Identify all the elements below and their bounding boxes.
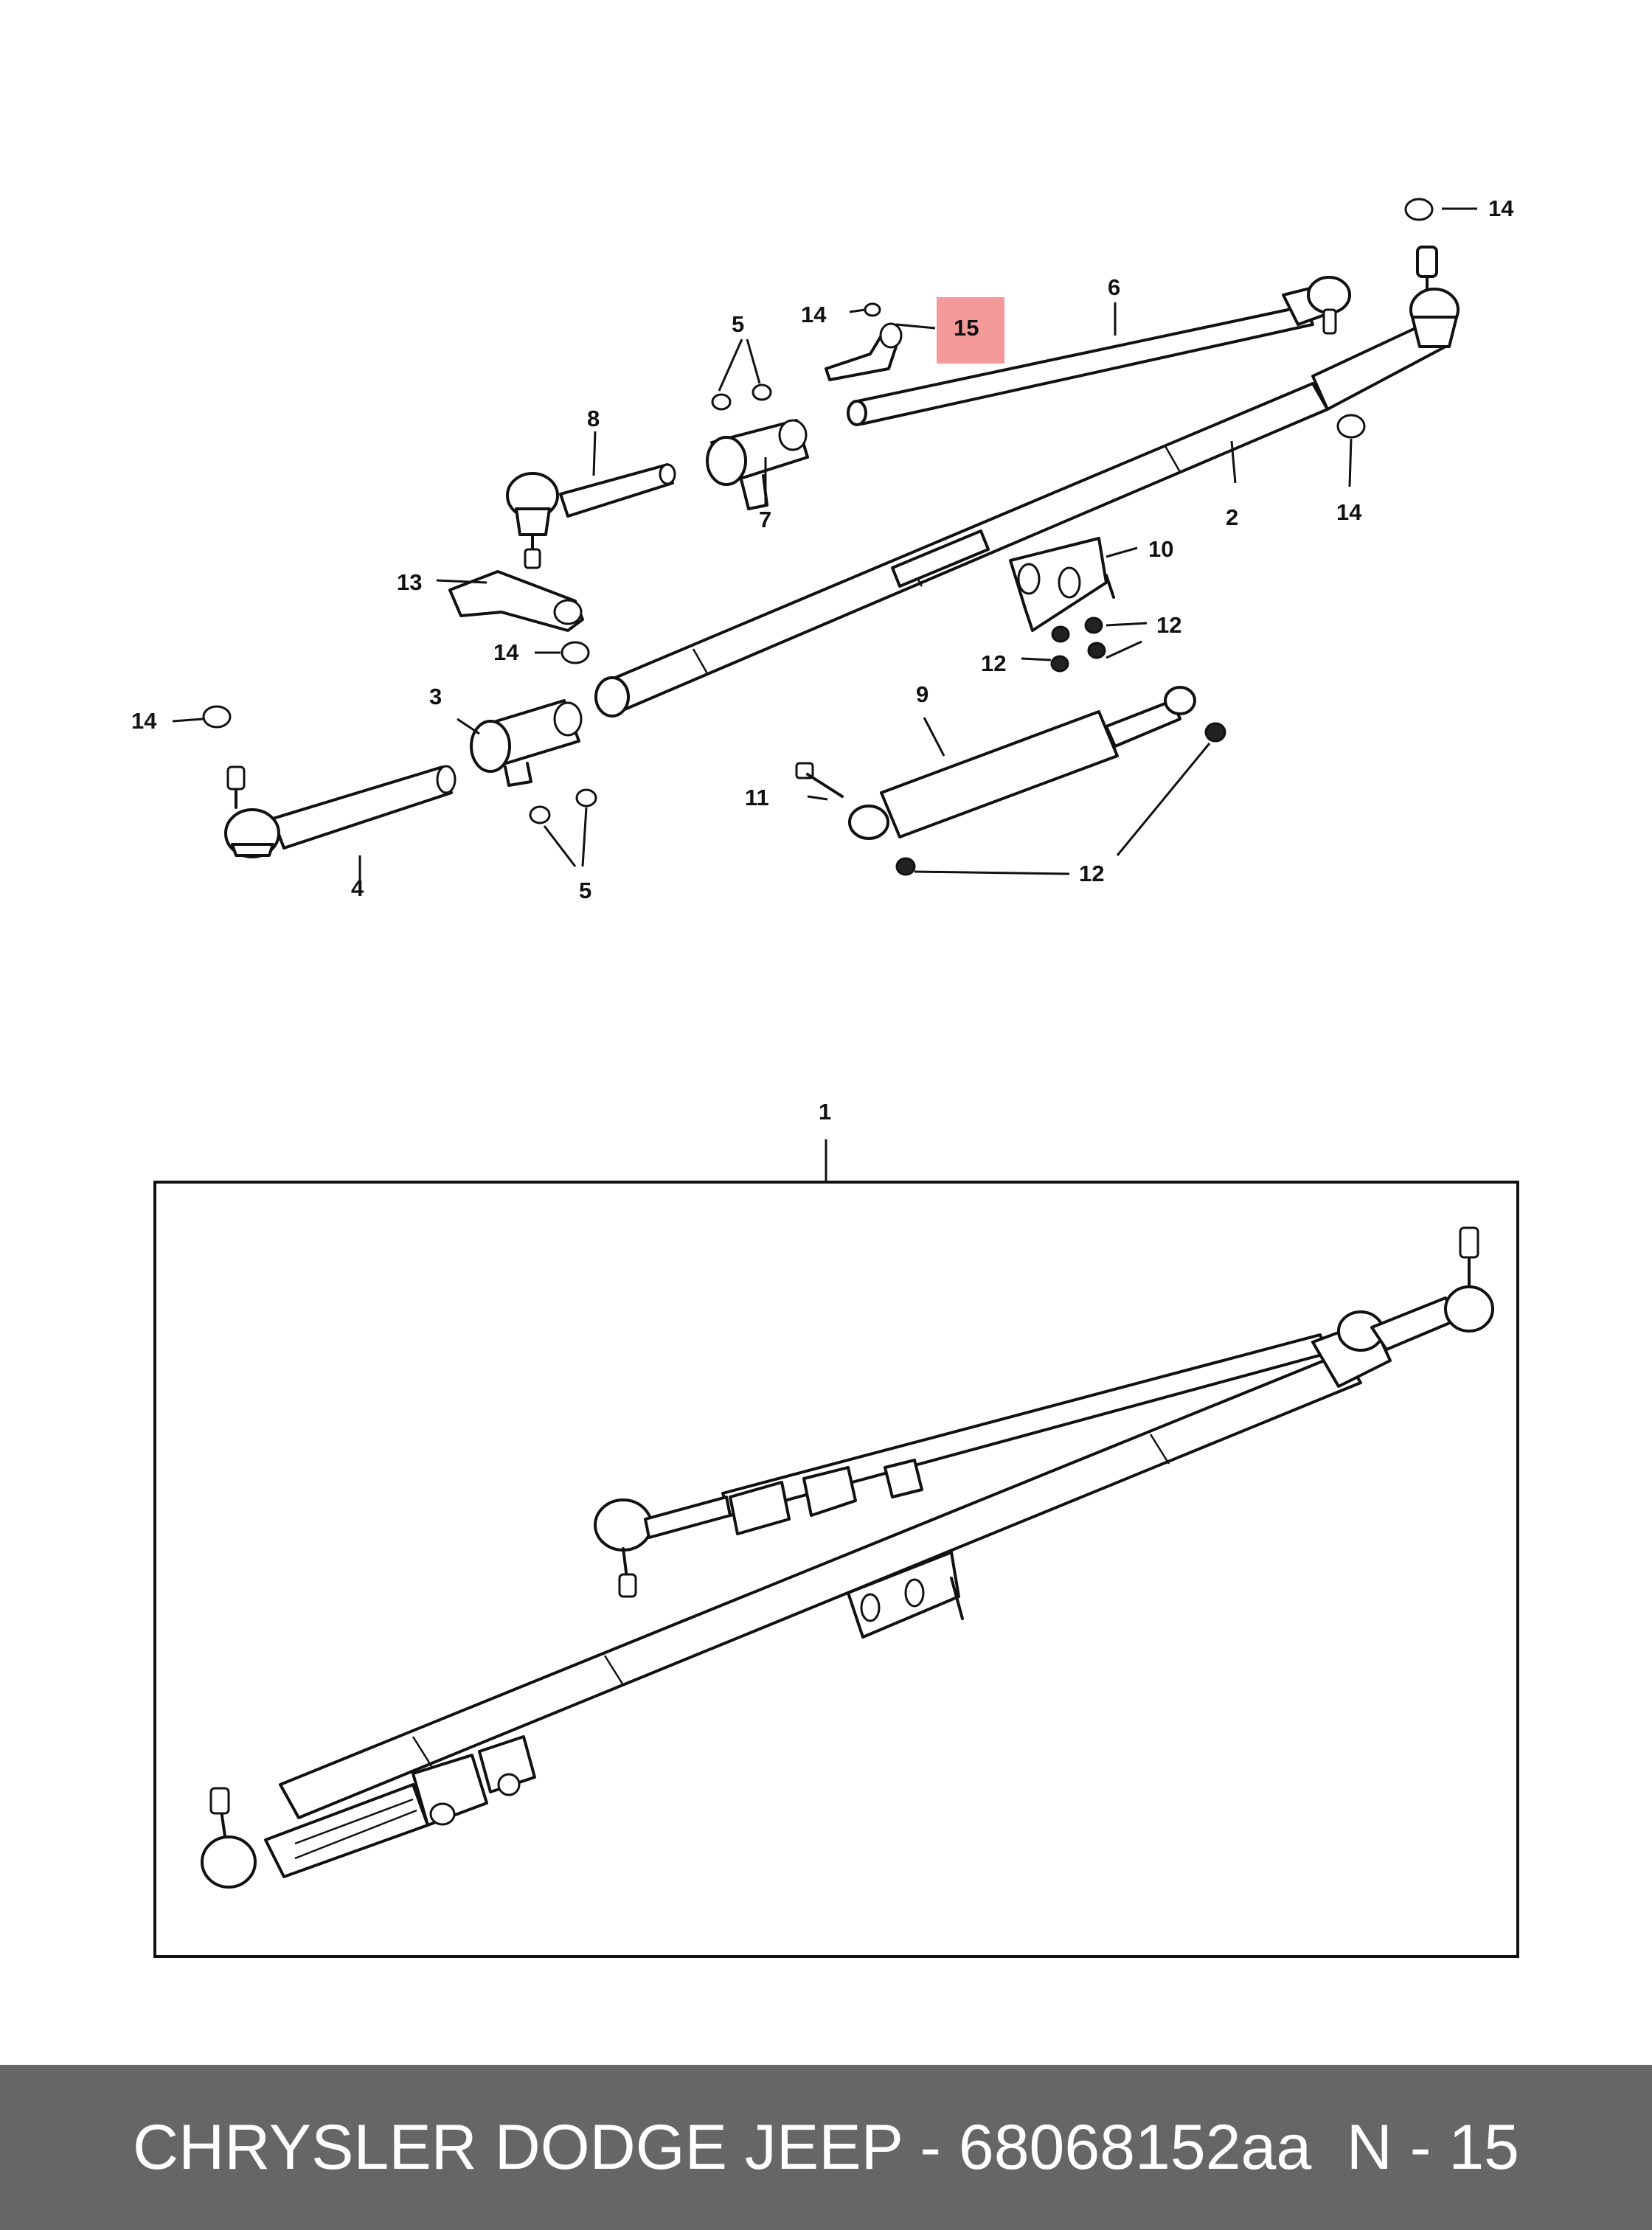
callout-2: 2 xyxy=(1226,504,1238,530)
part-9-steering-damper xyxy=(848,686,1196,840)
callout-3: 3 xyxy=(429,684,442,709)
callout-12-bracket-left: 12 xyxy=(981,650,1006,676)
part-3-clamp xyxy=(470,699,583,787)
footer-bar: CHRYSLER DODGE JEEP - 68068152aa N - 15 xyxy=(0,2065,1652,2230)
part-7-clamp xyxy=(706,419,809,510)
assembly-frame xyxy=(153,1181,1519,1958)
part-8-tie-rod-end xyxy=(506,463,676,569)
callout-14-top-right: 14 xyxy=(1488,195,1514,221)
callout-9: 9 xyxy=(916,681,929,707)
callout-10: 10 xyxy=(1148,536,1173,562)
callout-5-upper: 5 xyxy=(732,311,744,337)
steering-linkage-diagram: 14 14 15 6 5 7 8 2 14 13 10 12 12 14 14 … xyxy=(131,195,1519,1958)
callout-11: 11 xyxy=(745,785,769,810)
part-11-bolt xyxy=(795,762,844,798)
part-15-bracket xyxy=(825,322,903,381)
callout-4: 4 xyxy=(351,875,364,901)
part-15-highlight xyxy=(937,297,1004,364)
leader-lines xyxy=(172,207,1477,885)
part-10-bracket xyxy=(1009,537,1115,632)
callout-14-right: 14 xyxy=(1336,499,1362,525)
part-13-pitman-arm xyxy=(448,570,584,632)
callout-14-upper: 14 xyxy=(801,302,827,327)
callout-12-bracket-right: 12 xyxy=(1156,612,1181,638)
part-12-nuts-bracket xyxy=(1050,616,1106,673)
page-number-label: N - 15 xyxy=(1346,2111,1519,2183)
callout-1: 1 xyxy=(819,1099,831,1125)
part-5-nuts-upper xyxy=(711,383,772,411)
callout-7: 7 xyxy=(759,507,771,532)
right-tie-rod-end xyxy=(1409,246,1460,348)
callout-14-left: 14 xyxy=(131,708,157,734)
part-4-tie-rod-end xyxy=(224,765,457,858)
part-6-tie-rod xyxy=(847,276,1351,426)
callout-5-lower: 5 xyxy=(579,878,591,903)
part-12-nuts-damper xyxy=(895,722,1226,876)
callout-14-middle: 14 xyxy=(493,639,519,665)
callout-labels: 14 14 15 6 5 7 8 2 14 13 10 12 12 14 14 … xyxy=(131,195,1514,1125)
assembled-steering-linkage xyxy=(201,1226,1494,1889)
part-number-label: CHRYSLER DODGE JEEP - 68068152aa xyxy=(133,2111,1312,2183)
part-14-nuts xyxy=(202,198,1434,729)
callout-12-damper: 12 xyxy=(1079,861,1104,886)
callout-13: 13 xyxy=(397,569,422,595)
callout-15: 15 xyxy=(954,315,979,341)
callout-8: 8 xyxy=(587,406,600,431)
part-2-center-link xyxy=(594,323,1447,718)
callout-6: 6 xyxy=(1108,274,1120,300)
part-5-nuts-lower xyxy=(529,788,597,824)
